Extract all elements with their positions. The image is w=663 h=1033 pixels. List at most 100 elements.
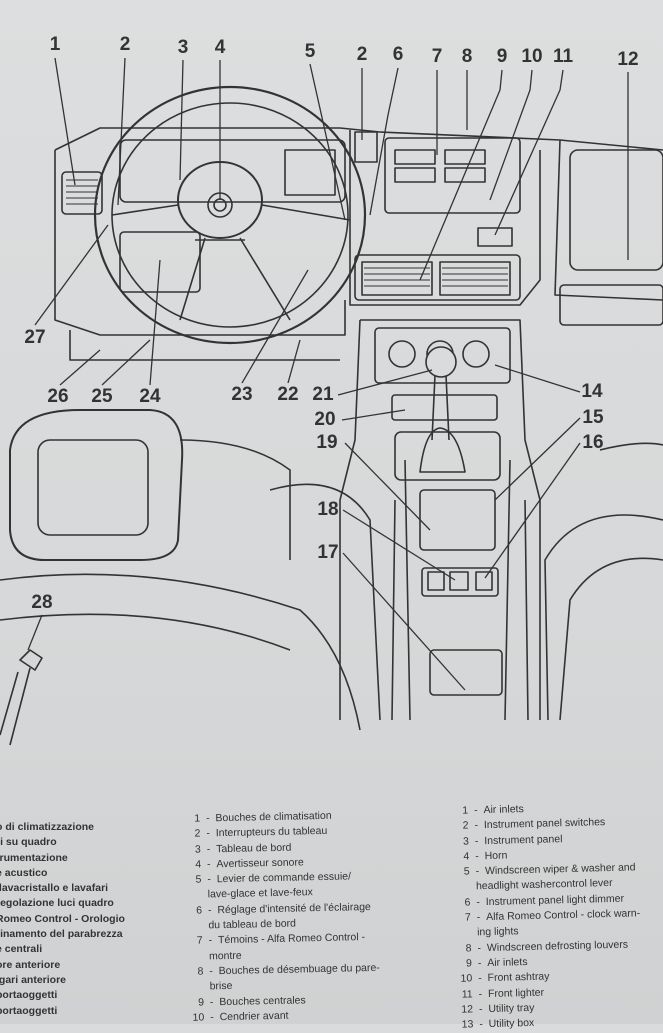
- callout-28: 28: [31, 592, 53, 613]
- legend-item: portaoggetti: [0, 989, 58, 1002]
- legend-number: 2: [462, 819, 469, 832]
- legend-text: Air inlets: [487, 956, 528, 970]
- lighter: [477, 227, 513, 247]
- legend-number: 8: [465, 942, 472, 955]
- separator: -: [206, 827, 216, 840]
- separator: -: [210, 1011, 220, 1024]
- callout-5: 5: [304, 41, 316, 62]
- legend-number: 13: [461, 1018, 474, 1031]
- legend-text: Instrument panel: [484, 832, 563, 847]
- legend-item: 10- Cendrier avant: [182, 1007, 381, 1026]
- callout-23: 23: [231, 384, 253, 405]
- dashboard-outline: [54, 127, 663, 336]
- separator: -: [207, 903, 218, 917]
- separator: -: [206, 842, 217, 855]
- legend-item: o di climatizzazione: [0, 821, 95, 833]
- console-box: [419, 489, 496, 551]
- legend-number: 7: [464, 911, 471, 924]
- air-inlet-left: [61, 171, 103, 215]
- legend-number: 6: [464, 896, 471, 909]
- legend-text: Tableau de bord: [215, 841, 292, 855]
- separator: -: [478, 972, 488, 985]
- callout-8: 8: [461, 46, 473, 67]
- legend-item: portaoggetti: [0, 1004, 58, 1017]
- legend-text: Utility tray: [488, 1001, 535, 1015]
- legend-number: 6: [196, 904, 203, 917]
- gear-lever: [431, 374, 450, 441]
- callout-18: 18: [317, 499, 339, 520]
- legend-number: 3: [462, 835, 470, 848]
- separator: -: [207, 873, 217, 886]
- seat-left: [0, 439, 381, 731]
- legend-item: igari anteriore: [0, 973, 67, 986]
- legend-text: Levier de commande essuie/: [216, 870, 352, 886]
- legend-text: Utility box: [488, 1017, 535, 1031]
- separator: -: [477, 957, 488, 970]
- legend-item: trumentazione: [0, 851, 68, 864]
- legend-text: Horn: [484, 849, 508, 862]
- utility-box-left: [119, 231, 201, 293]
- separator: -: [478, 987, 489, 1000]
- legend-item: ri su quadro: [0, 836, 57, 849]
- callout-16: 16: [582, 432, 604, 453]
- separator: -: [206, 812, 216, 825]
- clock-panel: [384, 137, 521, 214]
- separator: -: [476, 911, 487, 924]
- legend-text: Témoins - Alfa Romeo Control -: [217, 931, 366, 947]
- callout-10: 10: [521, 46, 543, 67]
- dashboard-illustration: [0, 57, 663, 746]
- callout-26: 26: [47, 386, 69, 407]
- legend-number: 3: [194, 843, 201, 856]
- legend-number: 8: [197, 965, 204, 978]
- callout-25: 25: [91, 386, 113, 407]
- legend-number: 7: [196, 934, 203, 948]
- utility-tray: [569, 149, 663, 271]
- legend-item: Romeo Control - Orologio: [0, 912, 125, 925]
- callout-2b: 2: [356, 44, 368, 65]
- legend-italian: o di climatizzazione ri su quadro trumenta…: [0, 820, 125, 1019]
- separator: -: [475, 849, 485, 863]
- knob: [388, 340, 416, 368]
- callout-27: 27: [24, 327, 46, 348]
- separator: -: [479, 1018, 489, 1031]
- separator: -: [474, 804, 484, 817]
- legend-number: 1: [462, 804, 469, 817]
- separator: -: [209, 965, 219, 978]
- legend-number: 5: [463, 865, 470, 878]
- legend-text: Instrument panel switches: [483, 816, 606, 832]
- callout-21: 21: [312, 384, 334, 405]
- key-icon: [0, 649, 43, 746]
- legend-number: 11: [461, 987, 473, 1001]
- legend-number: 2: [194, 827, 201, 840]
- legend-text: Avertisseur sonore: [216, 856, 304, 871]
- callout-22: 22: [277, 384, 299, 405]
- legend-number: 4: [463, 850, 470, 863]
- callout-6: 6: [392, 44, 404, 65]
- separator: -: [208, 934, 219, 947]
- legend-number: 1: [194, 812, 201, 825]
- callout-17: 17: [317, 542, 339, 563]
- legend-item: ore anteriore: [0, 958, 61, 971]
- legend-number: 4: [195, 858, 202, 871]
- callout-19: 19: [316, 432, 338, 453]
- legend-item: ilavacristallo e lavafari: [0, 882, 109, 895]
- legend-number: 5: [195, 873, 202, 886]
- legend-item: e centrali: [0, 943, 43, 956]
- callout-7: 7: [431, 46, 443, 67]
- callout-15: 15: [582, 407, 604, 428]
- legend-number: 9: [198, 996, 205, 1009]
- legend-number: 9: [465, 957, 473, 970]
- callout-1: 1: [49, 34, 61, 55]
- legend-item: regolazione luci quadro: [0, 897, 114, 910]
- separator: -: [206, 858, 217, 871]
- ashtray: [391, 394, 498, 421]
- separator: -: [474, 819, 485, 832]
- separator: -: [476, 895, 486, 909]
- callout-12: 12: [617, 49, 639, 70]
- callout-20: 20: [314, 409, 336, 430]
- legend-text: Bouches centrales: [219, 993, 306, 1008]
- separator: -: [475, 865, 486, 878]
